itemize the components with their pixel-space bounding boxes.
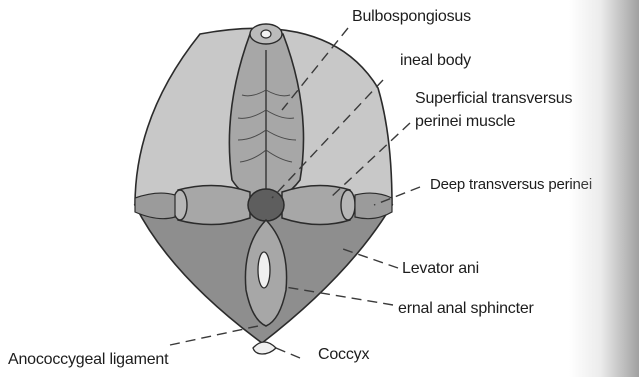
label-anococcygeal-ligament: Anococcygeal ligament bbox=[8, 351, 168, 369]
leader-coccyx bbox=[276, 348, 300, 358]
left-transversus-muscle bbox=[178, 185, 250, 224]
deep-transversus-left bbox=[135, 193, 175, 219]
label-coccyx: Coccyx bbox=[318, 346, 369, 364]
anal-opening bbox=[258, 252, 270, 288]
deep-transversus-right bbox=[355, 193, 392, 219]
label-deep-transversus: Deep transversus perinei bbox=[430, 176, 592, 194]
urethral-opening bbox=[261, 30, 271, 38]
label-external-anal-sphincter: ernal anal sphincter bbox=[398, 300, 534, 318]
label-levator-ani: Levator ani bbox=[402, 260, 479, 278]
label-bulbospongiosus: Bulbospongiosus bbox=[352, 8, 471, 26]
perineal-body bbox=[248, 189, 284, 221]
label-perineal-body: ineal body bbox=[400, 52, 471, 70]
label-superficial-transversus-2: perinei muscle bbox=[415, 113, 515, 131]
label-superficial-transversus-1: Superficial transversus bbox=[415, 90, 572, 108]
coccyx-bone bbox=[253, 342, 276, 354]
right-transversus-muscle bbox=[282, 185, 350, 224]
